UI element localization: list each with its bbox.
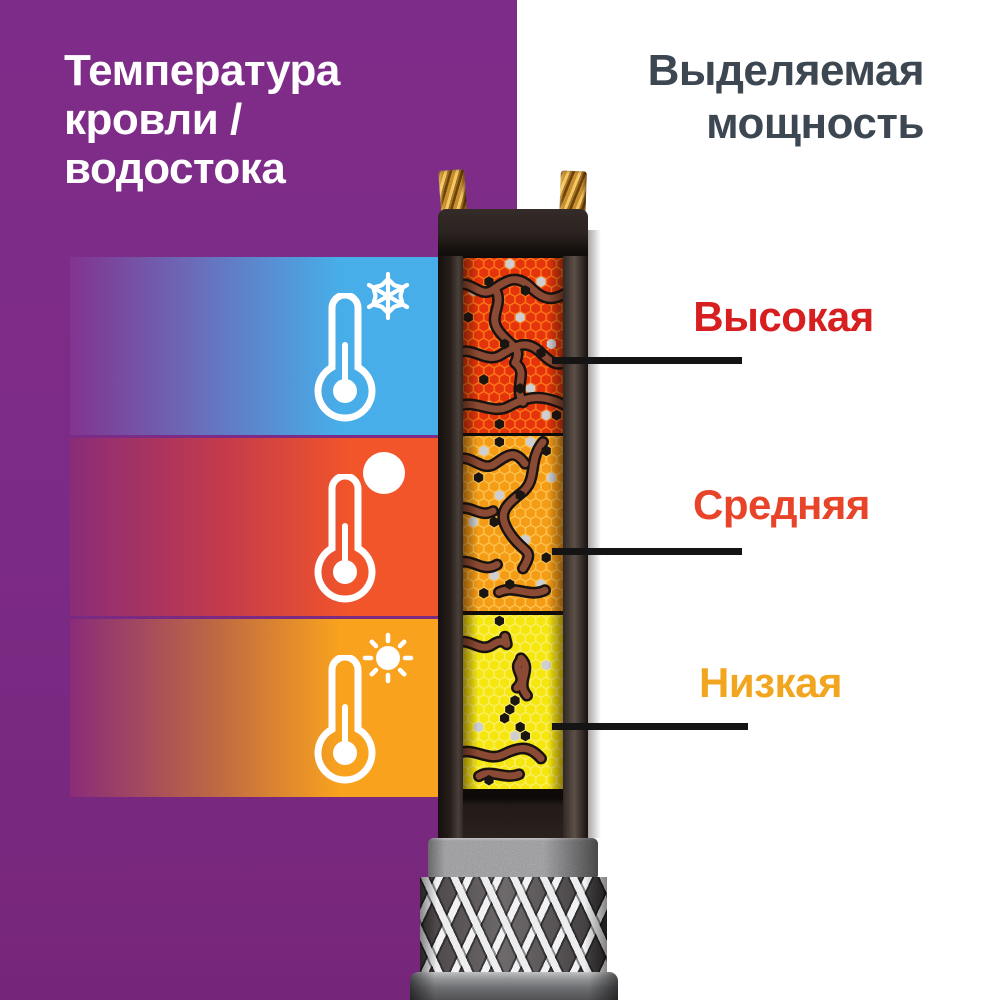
left-title-line: кровли /: [64, 95, 242, 144]
cable-jacket-left-wall: [438, 256, 463, 838]
pointer-line-medium: [552, 548, 742, 555]
core-edge-shading: [463, 258, 563, 790]
left-title-line: водостока: [64, 144, 286, 193]
sun-dot-icon: [363, 452, 405, 494]
sun-icon: [362, 632, 414, 684]
thermometer-icon: [314, 474, 376, 603]
pointer-line-low: [552, 723, 748, 730]
left-title: Температура кровли / водостока: [64, 46, 340, 193]
left-title-line: Температура: [64, 46, 340, 95]
temperature-band-mild: [70, 438, 445, 616]
temperature-band-cold: [70, 257, 445, 435]
snowflake-icon: [362, 271, 414, 322]
power-label-high: Высокая: [693, 293, 874, 340]
thermometer-icon: [314, 655, 376, 784]
power-label-medium: Средняя: [693, 481, 870, 528]
cable-jacket-right-wall: [563, 256, 588, 838]
thermometer-icon: [314, 293, 376, 422]
right-title-line: мощность: [706, 99, 924, 148]
cable-jacket-bottom: [463, 790, 563, 838]
braided-shield-layer: [420, 877, 607, 973]
foil-shield-layer: [428, 838, 598, 878]
cable-drop-shadow: [588, 230, 601, 838]
pointer-line-high: [552, 357, 742, 364]
right-title-line: Выделяемая: [647, 46, 925, 95]
right-title: Выделяемая мощность: [647, 44, 925, 150]
temperature-band-warm: [70, 619, 445, 797]
cable-jacket-top: [438, 209, 588, 258]
outer-jacket-layer: [410, 972, 618, 1000]
power-label-low: Низкая: [699, 659, 842, 706]
